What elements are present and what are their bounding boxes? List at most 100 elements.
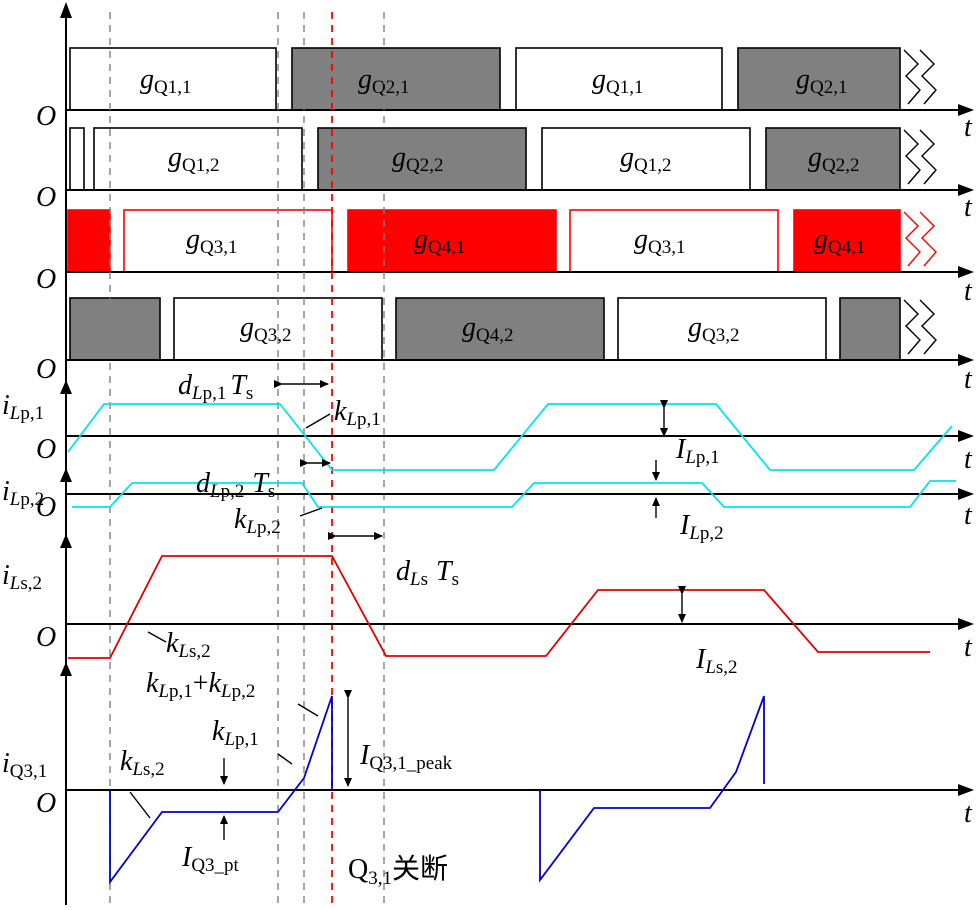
waveform-iLp2: iLp,2 O t [2,468,974,531]
leader-line [297,703,319,717]
gate-label: gQ2,1 [796,64,847,98]
gate-label: gQ1,2 [620,142,671,176]
gate-row-2: O t gQ1,2 gQ2,2 gQ1,2 gQ2,2 [36,127,974,223]
pulse-gq12-edge [69,127,85,191]
slope-label-kLp2: kLp,2 [234,504,281,538]
gate-row-3: O t gQ3,1 gQ4,1 gQ3,1 gQ4,1 [36,209,974,307]
time-label: t [964,364,973,395]
origin-label: O [36,182,56,213]
slope-label-ksum: kLp,1+kLp,2 [146,668,255,702]
leader-line [129,791,151,819]
iQ31-trace-a [109,695,333,885]
axis-arrow-icon [60,380,72,394]
pulse-gq42-a [395,297,605,361]
pulse-gq42-b [839,297,901,361]
break-mark-icon [919,49,937,105]
time-axis-arrow-icon [958,784,974,796]
pulse-gq21-b [737,47,901,111]
time-label: t [964,500,973,531]
amplitude-label-ILp1: ILp,1 [675,434,720,468]
gate-label: gQ3,2 [240,312,291,346]
gate-row-1: O t gQ1,1 gQ2,1 gQ1,1 gQ2,1 [36,47,974,143]
time-axis-arrow-icon [958,266,974,278]
gate-label: gQ3,2 [688,312,739,346]
time-axis-arrow-icon [958,184,974,196]
slope-label-kLs2-b: kLs,2 [120,746,165,780]
gate-label: gQ3,1 [634,224,685,258]
slope-label-kLs2: kLs,2 [166,628,211,662]
break-mark-icon [903,49,921,105]
time-label: t [964,632,973,663]
amplitude-label-ILs2: ILs,2 [695,644,738,678]
waveform-label: iQ3,1 [2,748,47,782]
gate-label: gQ4,1 [414,224,465,258]
origin-label: O [36,622,56,653]
leader-line [299,507,323,517]
pulse-gq22-a [317,127,527,191]
gate-label: gQ2,1 [358,64,409,98]
time-label: t [964,192,973,223]
pulse-gq22-b [765,127,901,191]
time-label: t [964,112,973,143]
origin-label: O [36,101,56,132]
axis-arrow-icon [60,468,72,482]
waveform-label: iLs,2 [2,560,42,594]
axis-arrow-icon [60,662,72,676]
origin-label: O [36,354,56,385]
peak-label-IQ31: IQ3,1_peak [359,740,453,774]
vertical-axis-arrow-icon [60,2,72,18]
iLp1-trace [67,403,953,471]
time-axis-arrow-icon [958,488,974,500]
current-label-IQ3pt: IQ3_pt [181,842,240,876]
pulse-gq41-a [347,209,557,273]
slope-label-kLp1: kLp,1 [334,396,381,430]
break-mark-icon [919,129,937,185]
gate-label: gQ4,1 [814,224,865,258]
gate-label: gQ1,1 [140,64,191,98]
origin-label: O [36,492,56,523]
origin-label: O [36,434,56,465]
break-mark-icon [903,299,921,355]
gate-row-4: O t gQ3,2 gQ4,2 gQ3,2 [36,297,974,395]
leader-line [305,413,331,429]
origin-label: O [36,264,56,295]
break-mark-icon [903,129,921,185]
gate-label: gQ4,2 [462,312,513,346]
pulse-gq32-b [617,297,827,361]
waveform-label: iLp,2 [2,476,44,510]
time-axis-arrow-icon [958,618,974,630]
amplitude-label-ILp2: ILp,2 [679,510,724,544]
time-axis-arrow-icon [958,354,974,366]
waveform-label: iLp,1 [2,390,44,424]
origin-label: O [36,788,56,819]
time-label: t [964,798,973,829]
gate-label: gQ3,1 [186,224,237,258]
gate-label: gQ1,1 [592,64,643,98]
break-mark-icon [919,299,937,355]
slope-label-kLp1-b: kLp,1 [212,716,259,750]
iLs2-trace [68,555,930,659]
time-label: t [964,276,973,307]
pulse-gq12-a [93,127,303,191]
gate-label: gQ2,2 [392,142,443,176]
leader-line [147,631,167,643]
pulse-gq41-edge [67,209,111,273]
break-mark-icon [919,211,937,267]
gate-label: gQ2,2 [808,142,859,176]
pulse-gq31-b [569,209,779,273]
break-mark-icon [903,211,921,267]
time-axis-arrow-icon [958,430,974,442]
pulse-gq21-a [291,47,501,111]
time-axis-arrow-icon [958,104,974,116]
turnoff-label: Q3,1关断 [348,852,448,889]
gate-label: gQ1,2 [168,142,219,176]
time-label: t [964,444,973,475]
iQ31-trace-b [539,695,765,883]
leader-line [277,753,293,765]
